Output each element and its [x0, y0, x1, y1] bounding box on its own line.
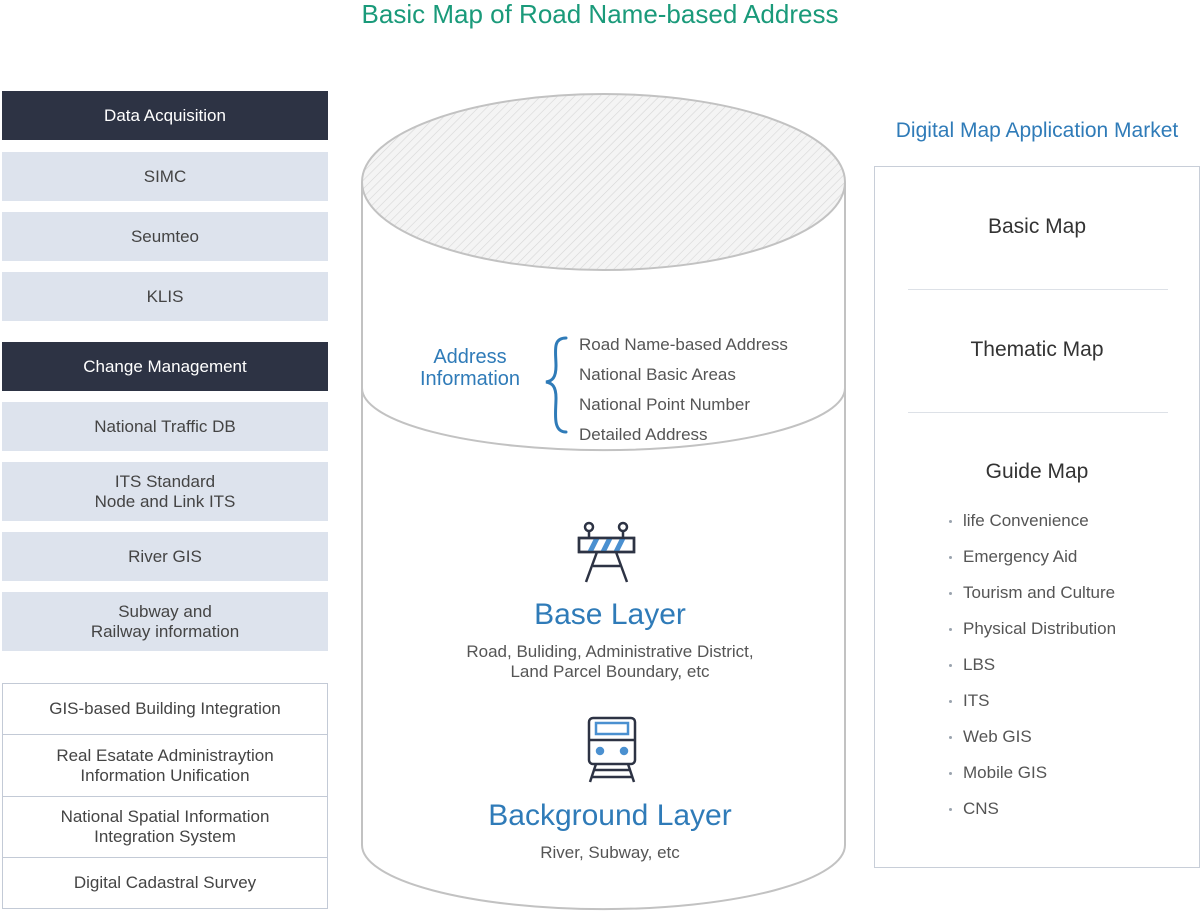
- address-item: Detailed Address: [579, 425, 708, 444]
- guide-item: Physical Distribution: [949, 611, 1116, 647]
- integration-item: Real Esatate Administraytion Information…: [2, 734, 328, 797]
- background-layer-description: River, Subway, etc: [540, 843, 680, 862]
- address-band-curve: [361, 387, 846, 452]
- address-item: National Basic Areas: [579, 365, 736, 384]
- guide-item: Tourism and Culture: [949, 575, 1116, 611]
- barrier-icon: [577, 521, 636, 583]
- diagram-title: Basic Map of Road Name-based Address: [361, 0, 839, 29]
- base-layer-title: Base Layer: [534, 598, 686, 631]
- curly-brace-icon: [545, 336, 568, 434]
- guide-item: ITS: [949, 683, 1116, 719]
- guide-item: life Convenience: [949, 503, 1116, 539]
- address-item: National Point Number: [579, 395, 751, 414]
- base-layer-description: Road, Buliding, Administrative District,…: [466, 642, 754, 681]
- guide-item: Web GIS: [949, 719, 1116, 755]
- thematic-map-heading: Thematic Map: [970, 338, 1104, 361]
- guide-map-heading: Guide Map: [985, 460, 1089, 483]
- acquisition-item: Seumteo: [2, 212, 328, 261]
- change-item: Subway and Railway information: [2, 592, 328, 651]
- address-information-label: Address Information: [419, 346, 521, 390]
- cylinder-top: [361, 93, 846, 271]
- acquisition-item: KLIS: [2, 272, 328, 321]
- guide-item: CNS: [949, 791, 1116, 827]
- divider: [908, 412, 1168, 413]
- integration-item: Digital Cadastral Survey: [2, 857, 328, 909]
- change-item: National Traffic DB: [2, 402, 328, 451]
- integration-item: GIS-based Building Integration: [2, 683, 328, 735]
- address-information-list: Road Name-based Address National Basic A…: [579, 330, 788, 450]
- data-acquisition-header: Data Acquisition: [2, 91, 328, 140]
- market-title: Digital Map Application Market: [895, 119, 1179, 142]
- train-icon: [587, 716, 637, 783]
- background-layer-title: Background Layer: [488, 799, 732, 832]
- guide-item: Emergency Aid: [949, 539, 1116, 575]
- acquisition-item: SIMC: [2, 152, 328, 201]
- basic-map-heading: Basic Map: [987, 215, 1087, 238]
- change-item: ITS Standard Node and Link ITS: [2, 462, 328, 521]
- divider: [908, 289, 1168, 290]
- guide-item: Mobile GIS: [949, 755, 1116, 791]
- change-item: River GIS: [2, 532, 328, 581]
- market-panel: Basic Map Thematic Map Guide Map life Co…: [874, 166, 1200, 868]
- guide-item: LBS: [949, 647, 1116, 683]
- change-management-header: Change Management: [2, 342, 328, 391]
- address-item: Road Name-based Address: [579, 335, 788, 354]
- guide-map-list: life Convenience Emergency Aid Tourism a…: [949, 503, 1116, 827]
- integration-item: National Spatial Information Integration…: [2, 796, 328, 858]
